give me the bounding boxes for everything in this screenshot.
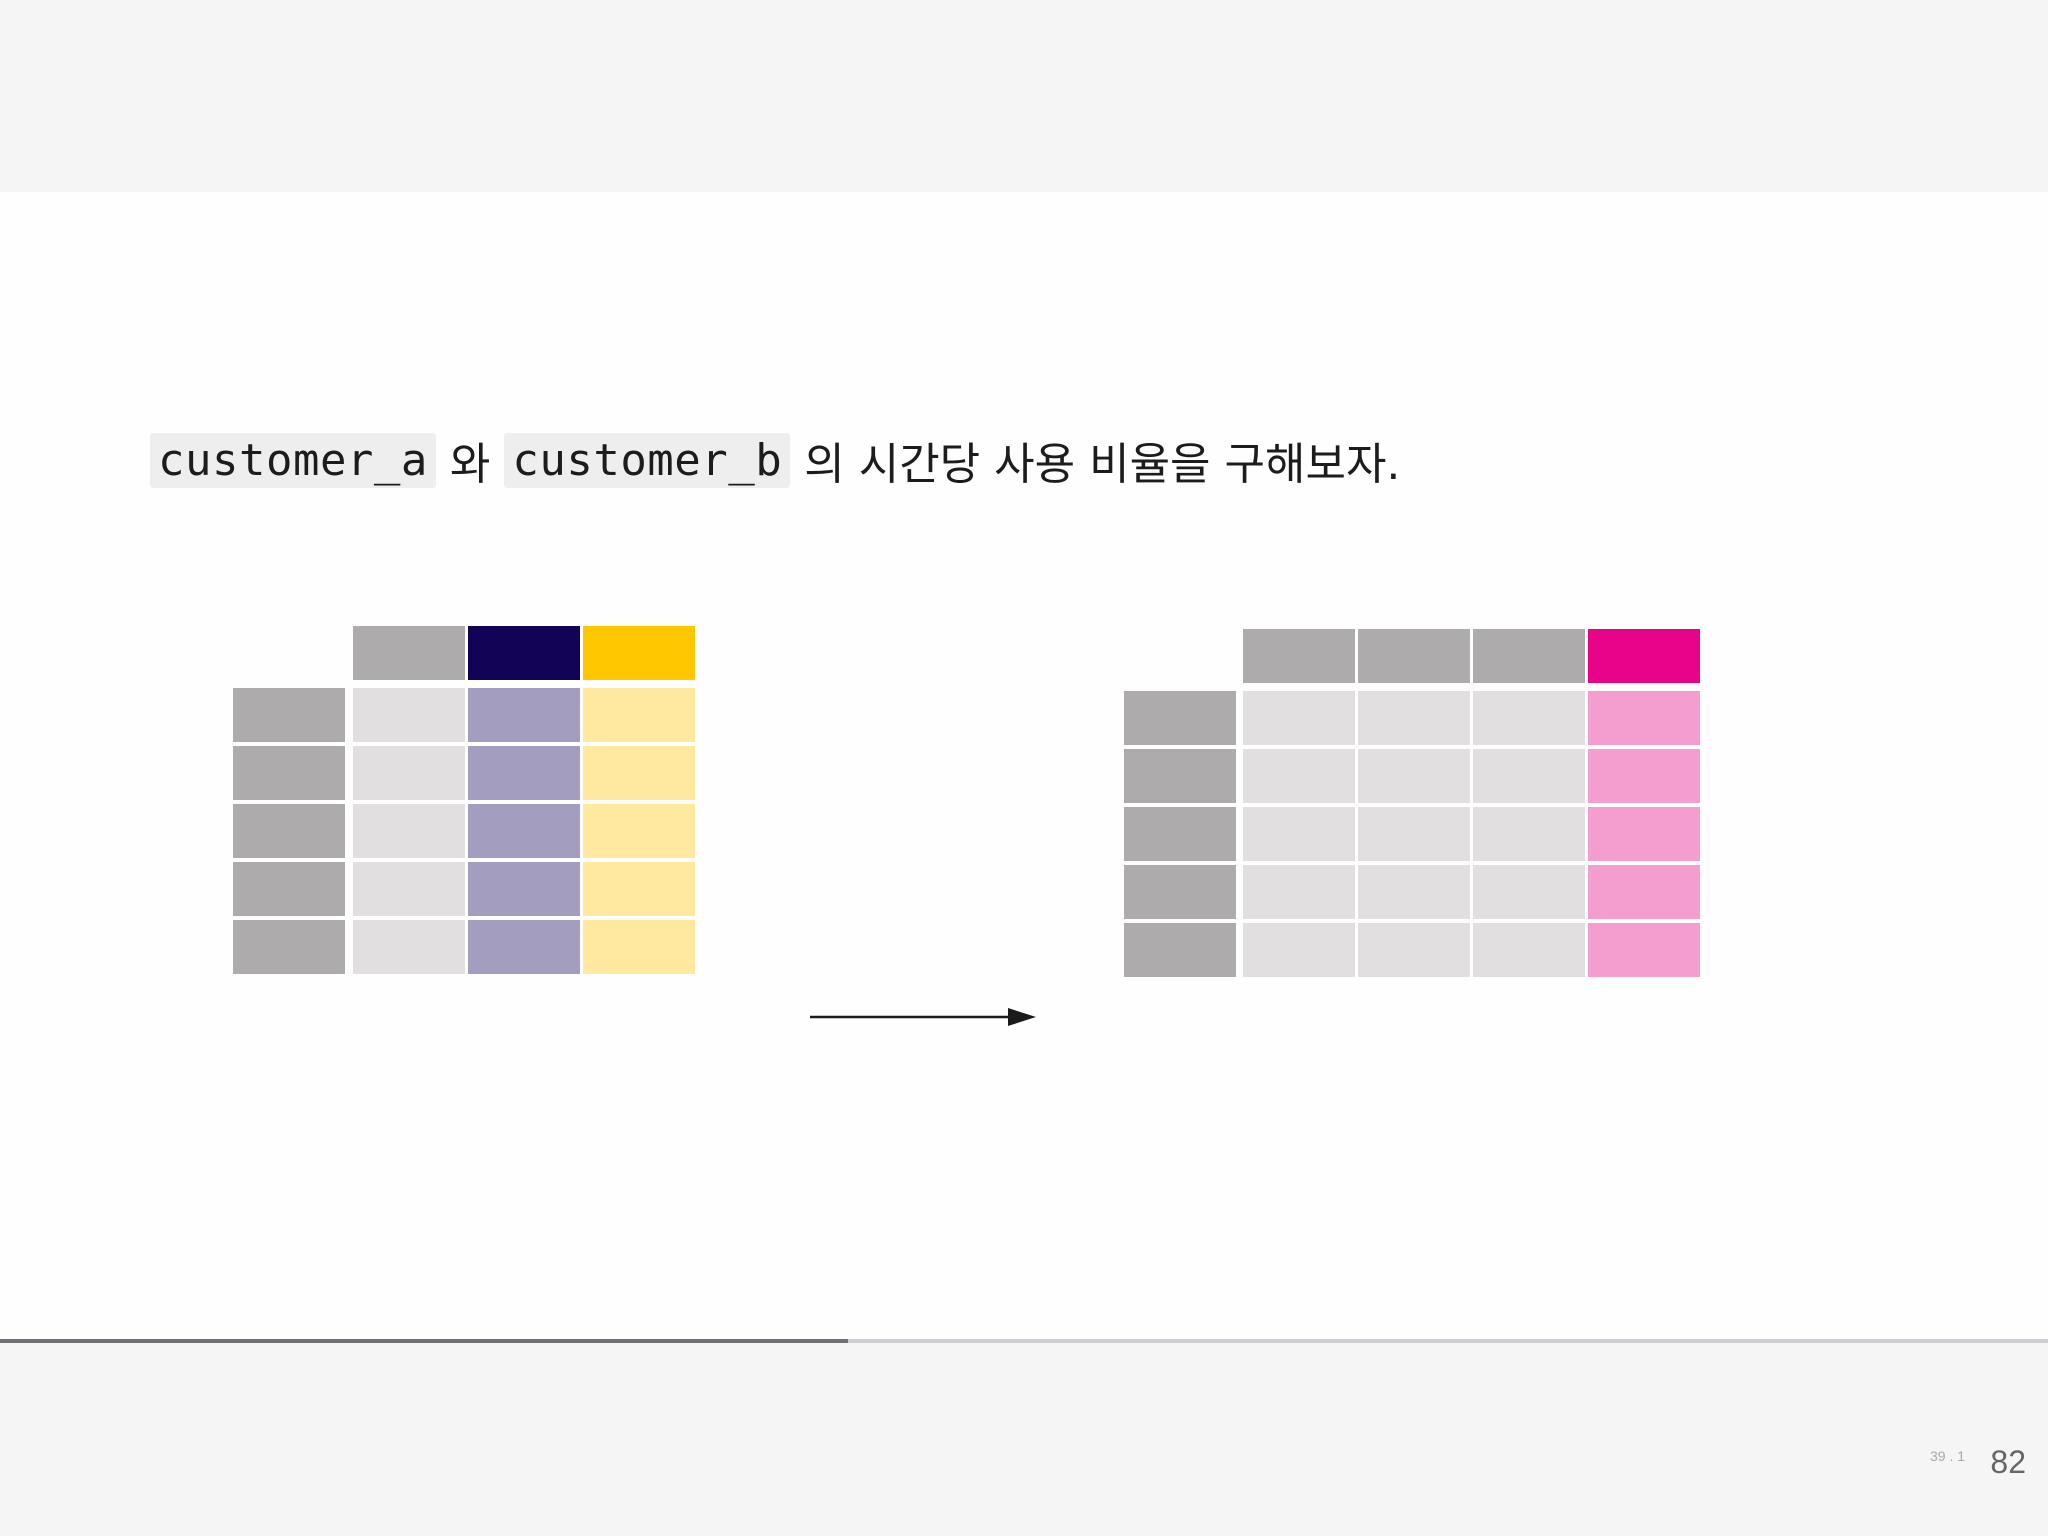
table-body-cell	[583, 746, 695, 800]
table-body-cell	[353, 804, 465, 858]
table-body-cell	[468, 920, 580, 974]
table-body-cell	[1473, 807, 1585, 861]
table-body-cell	[1358, 865, 1470, 919]
table-body-cell	[583, 862, 695, 916]
table-body-cell	[1588, 691, 1700, 745]
table-body-cell	[1473, 749, 1585, 803]
table-body-cell	[353, 746, 465, 800]
table-body-cell	[353, 862, 465, 916]
code-customer-a: customer_a	[150, 432, 436, 488]
table-index-cell	[1124, 865, 1236, 919]
table-body-cell	[583, 804, 695, 858]
table-body-cell	[468, 804, 580, 858]
table-body-cell	[1243, 865, 1355, 919]
table-body-cell	[1473, 865, 1585, 919]
table-header-cell	[1588, 629, 1700, 683]
table-body-cell	[1358, 691, 1470, 745]
table-header-cell	[468, 626, 580, 680]
table-body-cell	[1243, 923, 1355, 977]
slide-counter: 39 . 1	[1930, 1448, 1966, 1464]
table-body-cell	[1588, 923, 1700, 977]
slide: customer_a 와 customer_b 의 시간당 사용 비율을 구해보…	[0, 192, 2048, 1464]
table-body-cell	[353, 688, 465, 742]
table-body-cell	[1243, 749, 1355, 803]
heading-text-rest: 의 시간당 사용 비율을 구해보자.	[790, 439, 1401, 490]
table-body-cell	[583, 920, 695, 974]
table-index-cell	[233, 688, 345, 742]
heading-text-and: 와	[435, 439, 505, 490]
table-body-cell	[1588, 865, 1700, 919]
progress-bar[interactable]	[0, 1339, 2048, 1343]
table-body-cell	[1588, 749, 1700, 803]
table-body-cell	[1588, 807, 1700, 861]
table-body-cell	[1358, 807, 1470, 861]
table-header-cell	[353, 626, 465, 680]
table-body-cell	[1473, 923, 1585, 977]
table-index-cell	[233, 920, 345, 974]
table-body-cell	[1473, 691, 1585, 745]
table-body-cell	[353, 920, 465, 974]
table-body-cell	[468, 688, 580, 742]
table-body-cell	[468, 862, 580, 916]
table-header-cell	[1358, 629, 1470, 683]
table-body-cell	[1358, 923, 1470, 977]
slide-heading: customer_a 와 customer_b 의 시간당 사용 비율을 구해보…	[150, 428, 1400, 492]
table-header-cell	[583, 626, 695, 680]
table-body-cell	[1243, 807, 1355, 861]
transform-arrow-icon	[810, 1008, 1036, 1026]
progress-bar-fill	[0, 1339, 848, 1343]
table-body-cell	[468, 746, 580, 800]
table-body-cell	[1243, 691, 1355, 745]
table-index-cell	[1124, 691, 1236, 745]
table-index-cell	[233, 804, 345, 858]
code-customer-b: customer_b	[504, 432, 791, 488]
table-header-cell	[1243, 629, 1355, 683]
table-body-cell	[583, 688, 695, 742]
table-body-cell	[1358, 749, 1470, 803]
table-header-cell	[1473, 629, 1585, 683]
table-index-cell	[233, 746, 345, 800]
table-index-cell	[1124, 749, 1236, 803]
table-index-cell	[1124, 807, 1236, 861]
table-index-cell	[1124, 923, 1236, 977]
page-number: 82	[1990, 1444, 2026, 1480]
table-index-cell	[233, 862, 345, 916]
